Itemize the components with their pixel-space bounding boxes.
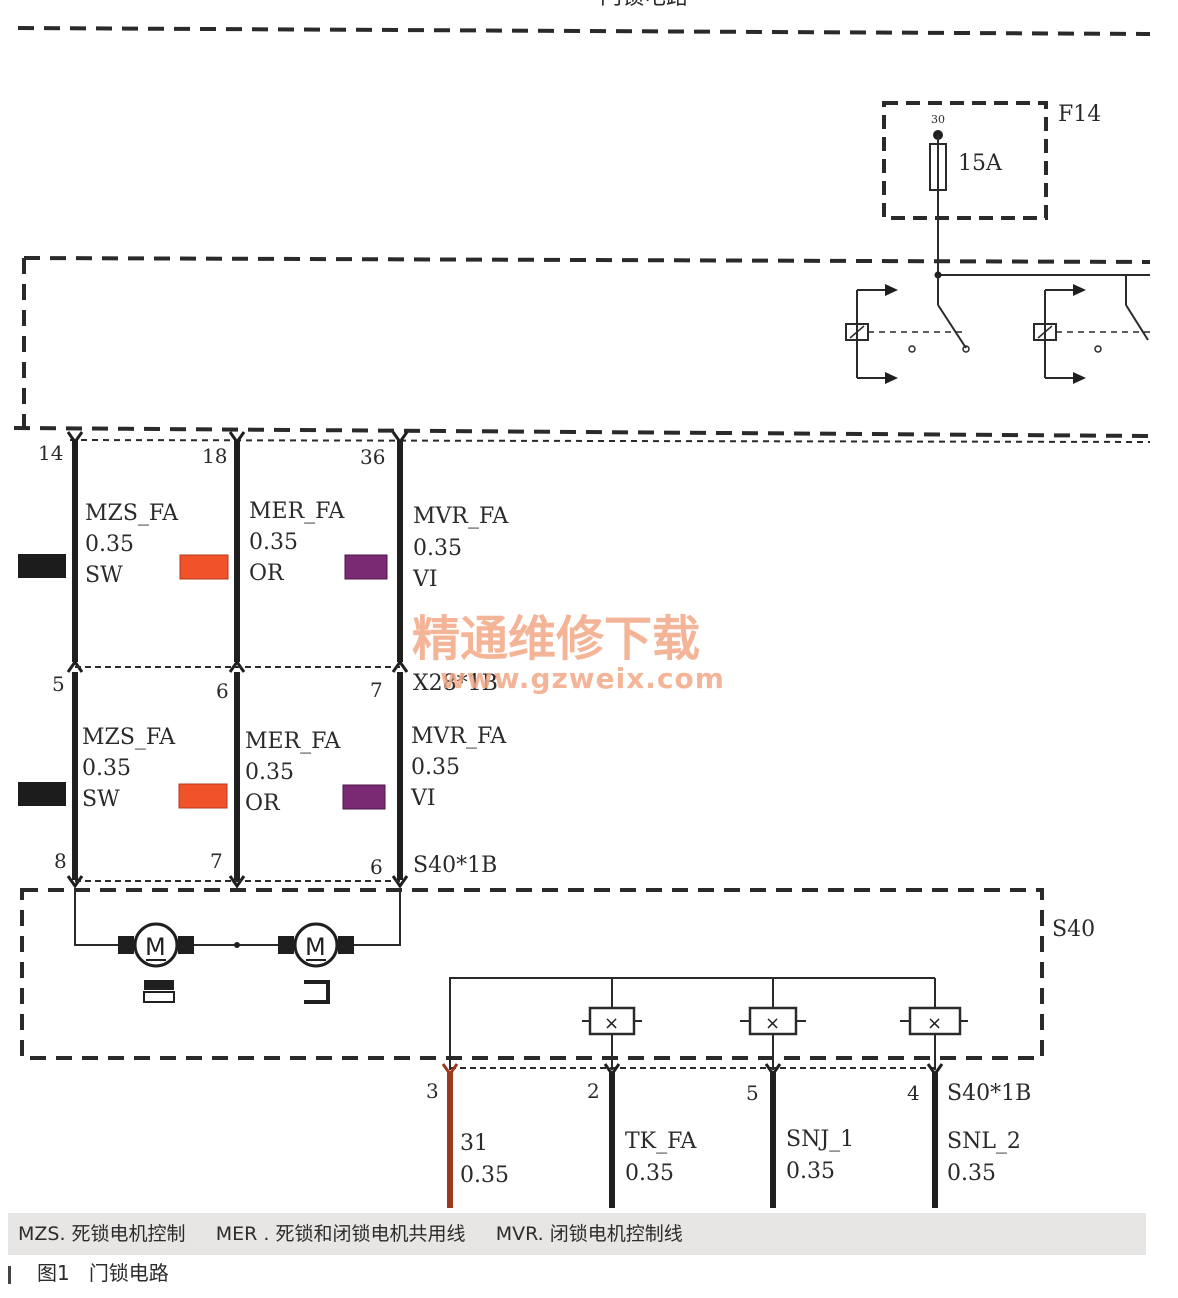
close-icon: × [927, 1013, 942, 1034]
wire-color-code: SW [85, 563, 123, 588]
upper-wire-section: 14 18 36 MZS_FA 0.35 SW MER_FA 0.35 OR M… [18, 431, 509, 703]
wire-color-code: OR [249, 561, 285, 586]
sensor-switch-3: × [900, 978, 968, 1070]
wire-name: MER_FA [249, 499, 346, 524]
pin-label: 5 [746, 1081, 759, 1105]
motor-icon [133, 922, 179, 968]
sensor-switch-2: × [740, 978, 806, 1070]
fuse-box-border [882, 101, 1048, 220]
module-label-s40: S40 [1052, 917, 1095, 942]
connector-label-s40-top: S40*1B [413, 853, 497, 878]
close-icon: × [765, 1013, 780, 1034]
wire-gauge: 0.35 [249, 530, 298, 555]
pin-label: 7 [210, 849, 223, 873]
motor-icon [293, 922, 339, 968]
arrow-icon [885, 284, 898, 296]
wire-color-code: SW [82, 787, 120, 812]
s40-box-border [20, 888, 1044, 1060]
wire-gauge: 0.35 [82, 756, 131, 781]
arrow-icon [1073, 372, 1086, 384]
motor-1: M [118, 922, 194, 1003]
close-icon: × [604, 1013, 619, 1034]
relay-2 [1033, 275, 1150, 384]
top-dashed-border [17, 26, 1151, 36]
watermark-url: www.gzweix.com [440, 662, 725, 695]
wire-name: TK_FA [625, 1129, 697, 1154]
wire-gauge: 0.35 [947, 1161, 996, 1186]
wire-color-code: VI [410, 786, 436, 811]
pin-label: 5 [52, 672, 65, 696]
wire-gauge: 0.35 [786, 1159, 835, 1184]
control-module-box [13, 256, 1151, 443]
pin-label: 2 [587, 1079, 600, 1103]
color-swatch-black [18, 782, 66, 806]
color-swatch-violet [344, 554, 388, 580]
motor-2: M [278, 922, 354, 1004]
figure-title: 门锁电路 [88, 1261, 169, 1285]
wire-name: SNL_2 [947, 1129, 1021, 1154]
color-swatch-violet [342, 784, 386, 810]
wire-name: MVR_FA [411, 724, 507, 749]
pin-label: 3 [426, 1079, 439, 1103]
fuse-rating-label: 15A [958, 151, 1003, 176]
s40-module: S40 M M × [20, 888, 1095, 1070]
wire-gauge: 0.35 [413, 536, 462, 561]
pin-label: 8 [54, 849, 67, 873]
arrow-icon [885, 372, 898, 384]
motor-symbol: M [305, 933, 326, 961]
top-header-fragment: 门锁电路 [600, 0, 688, 10]
sensor-switch-1: × [582, 978, 642, 1070]
wire-name: SNJ_1 [786, 1127, 854, 1152]
watermark-title: 精通维修下载 [412, 611, 700, 667]
legend-mzs: MZS. 死锁电机控制 [18, 1223, 186, 1245]
wire-color-code: OR [245, 791, 281, 816]
lock-indicator-1 [144, 980, 174, 990]
wire-gauge: 0.35 [625, 1161, 674, 1186]
arrow-icon [1073, 284, 1086, 296]
legend-bar: MZS. 死锁电机控制 MER . 死锁和闭锁电机共用线 MVR. 闭锁电机控制… [8, 1213, 1146, 1255]
lock-indicator-2 [304, 980, 330, 1004]
connector-label-s40-bottom: S40*1B [947, 1081, 1031, 1106]
wire-gauge: 0.35 [460, 1163, 509, 1188]
fuse-terminal-label: 30 [931, 113, 945, 126]
wire-name: MZS_FA [85, 501, 179, 526]
color-swatch-orange [178, 783, 228, 809]
caption-marker [8, 1265, 11, 1284]
wire-gauge: 0.35 [411, 755, 460, 780]
wire-gauge: 0.35 [245, 760, 294, 785]
figure-caption: 图1 门锁电路 [8, 1258, 169, 1288]
lower-wire-section: MZS_FA 0.35 SW MER_FA 0.35 OR MVR_FA 0.3… [18, 672, 507, 889]
wire-gauge: 0.35 [85, 532, 134, 557]
wire-color-code: VI [412, 567, 438, 592]
legend-mer: MER . 死锁和闭锁电机共用线 [215, 1223, 466, 1245]
fuse-id-label: F14 [1058, 102, 1101, 127]
connector-label-x28: X28*1B [413, 671, 498, 696]
pin-label: 14 [38, 441, 63, 465]
motor-symbol: M [145, 933, 166, 961]
pin-label: 6 [216, 679, 229, 703]
color-swatch-black [18, 554, 66, 578]
pin-label: 36 [360, 445, 385, 469]
bottom-wire-section: 3 2 5 4 S40*1B 31 0.35 TK_FA 0.35 SNJ_1 … [426, 1063, 1031, 1208]
wire-name: MER_FA [245, 729, 342, 754]
pin-label: 18 [202, 444, 227, 468]
fuse-f14: F14 30 15A [882, 101, 1101, 275]
relay-1 [845, 275, 970, 384]
legend-mvr: MVR. 闭锁电机控制线 [495, 1223, 683, 1245]
pin-label: 4 [907, 1081, 920, 1105]
figure-number: 图1 [37, 1261, 70, 1285]
wire-name: MZS_FA [82, 725, 176, 750]
wire-name: 31 [460, 1131, 488, 1156]
wire-name: MVR_FA [413, 504, 509, 529]
relay-group [845, 271, 1150, 384]
color-swatch-orange [179, 554, 229, 580]
pin-label: 6 [370, 855, 383, 879]
pin-label: 7 [370, 678, 383, 702]
